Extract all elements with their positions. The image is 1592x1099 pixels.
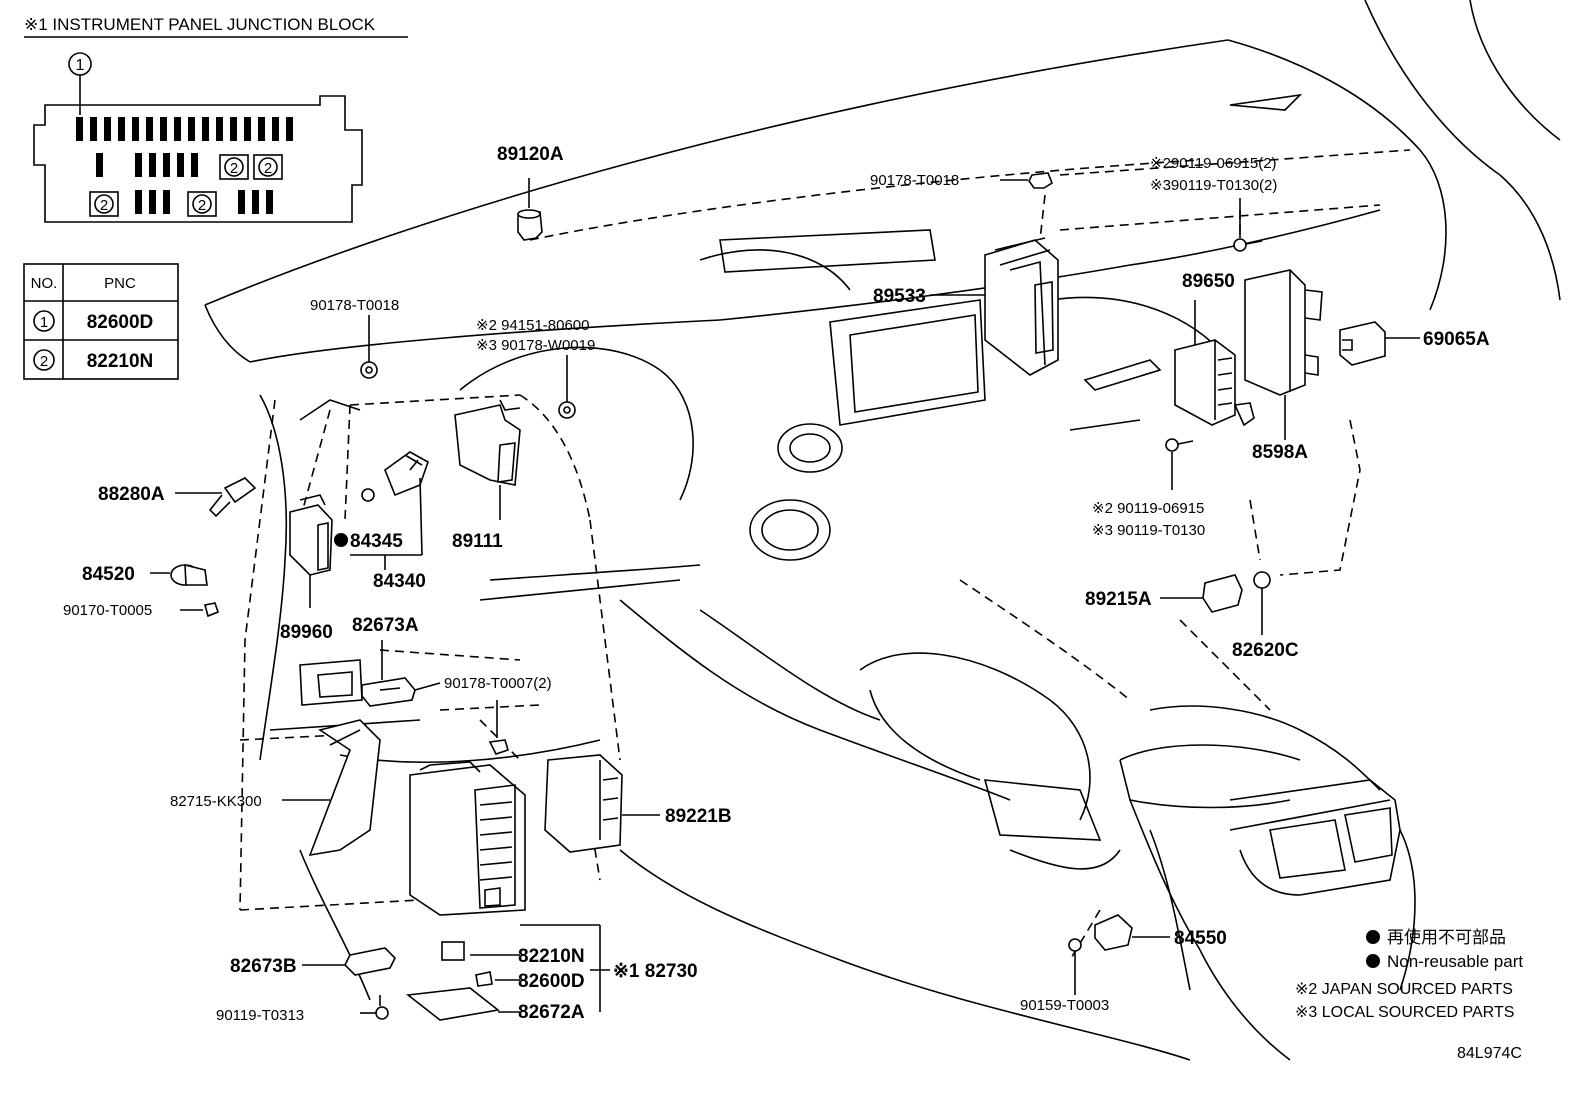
label-88280A: 88280A [98, 484, 165, 505]
label-89650: 89650 [1182, 271, 1235, 292]
part-82730-junction-block[interactable] [409, 761, 600, 926]
label-69065A: 69065A [1423, 329, 1490, 350]
part-90159-T0003-screw[interactable] [1068, 938, 1082, 995]
legend-japan-sourced: ※2 JAPAN SOURCED PARTS [1295, 981, 1513, 998]
part-82620C-clip[interactable] [1253, 571, 1271, 635]
label-90159-T0003: 90159-T0003 [1020, 997, 1109, 1014]
label-84550: 84550 [1174, 928, 1227, 949]
part-labels: 89120A 90178-T0018 ※290119-06915(2) ※390… [63, 144, 1490, 1024]
part-90119-bolt-top[interactable] [1233, 198, 1263, 252]
part-90119-T0313-bolt[interactable] [360, 995, 389, 1020]
label-90178-T0018-top: 90178-T0018 [870, 172, 959, 189]
label-84345: 84345 [350, 531, 403, 552]
part-84520-switch[interactable] [150, 563, 208, 586]
legend-local-sourced: ※3 LOCAL SOURCED PARTS [1295, 1004, 1514, 1021]
part-94151-nut[interactable] [558, 355, 576, 419]
part-90178-T0018-nut-left[interactable] [360, 315, 378, 379]
label-90178-W0019: ※3 90178-W0019 [476, 337, 595, 354]
dashboard-outline [204, 0, 1561, 1061]
nonreusable-bullet-icon [1366, 930, 1380, 944]
label-82600D: 82600D [518, 971, 585, 992]
label-82210N: 82210N [518, 946, 585, 967]
label-94151-80600: ※2 94151-80600 [476, 317, 590, 334]
label-82672A: 82672A [518, 1002, 585, 1023]
label-90170-T0005: 90170-T0005 [63, 602, 152, 619]
part-69065A-switch[interactable] [1339, 321, 1420, 366]
label-90119-T0130: ※3 90119-T0130 [1092, 522, 1205, 539]
part-89221B-module[interactable] [544, 754, 660, 853]
label-90178-T0007-2: 90178-T0007(2) [444, 675, 552, 692]
part-89111-bracket[interactable] [454, 399, 521, 520]
part-82673A-bracket[interactable] [361, 640, 416, 707]
svg-text:2: 2 [264, 160, 272, 177]
junction-block-title: ※1 INSTRUMENT PANEL JUNCTION BLOCK [24, 15, 376, 34]
label-90119-T0130-2: ※390119-T0130(2) [1150, 177, 1277, 194]
label-84520: 84520 [82, 564, 135, 585]
label-82620C: 82620C [1232, 640, 1299, 661]
table-row-pnc: 82210N [87, 351, 154, 372]
junction-block-inset: ※1 INSTRUMENT PANEL JUNCTION BLOCK 1 2 [24, 15, 408, 223]
dashed-boundaries [239, 149, 1411, 961]
pnc-table: NO. PNC 1 82600D 2 82210N [23, 263, 179, 380]
legend-nonreusable-jp: 再使用不可部品 [1387, 927, 1506, 947]
svg-text:2: 2 [198, 197, 206, 214]
label-82715-KK300: 82715-KK300 [170, 793, 262, 810]
svg-text:2: 2 [100, 197, 108, 214]
callout-1-label: 1 [76, 57, 85, 74]
part-82715-KK300-brace[interactable] [282, 719, 381, 857]
svg-text:2: 2 [230, 160, 238, 177]
label-89111: 89111 [452, 531, 503, 552]
part-89120A-clip[interactable] [517, 178, 543, 241]
nonreusable-bullet-icon [334, 533, 348, 547]
label-90119-06915-2: ※290119-06915(2) [1150, 155, 1277, 172]
part-88280A-sensor[interactable] [175, 477, 257, 518]
part-89533-ecu[interactable] [930, 237, 1059, 376]
table-header-pnc: PNC [104, 275, 136, 292]
illustration-code: 84L974C [1457, 1045, 1522, 1062]
part-89650-module[interactable] [1174, 300, 1255, 427]
label-90119-06915: ※2 90119-06915 [1092, 500, 1204, 517]
label-82673A: 82673A [352, 615, 419, 636]
part-84340-switch[interactable] [350, 451, 429, 570]
part-82600D-fuse[interactable] [475, 971, 520, 987]
part-89215A-sensor[interactable] [1160, 574, 1243, 613]
table-header-no: NO. [31, 275, 58, 292]
part-90170-T0005-screw[interactable] [180, 602, 219, 618]
part-82673B-bracket[interactable] [302, 947, 396, 976]
table-row-pnc: 82600D [87, 312, 154, 333]
legend: 再使用不可部品 Non-reusable part ※2 JAPAN SOURC… [1295, 927, 1523, 1062]
fuse-row-3 [135, 190, 273, 214]
part-90178-T0018-nut-top[interactable] [1000, 172, 1053, 189]
part-8598A-relay[interactable] [1244, 269, 1323, 440]
label-82673B: 82673B [230, 956, 297, 977]
label-90119-T0313: 90119-T0313 [216, 1007, 304, 1024]
label-90178-T0018-left: 90178-T0018 [310, 297, 399, 314]
part-82672A-cover[interactable] [405, 987, 520, 1021]
label-89221B: 89221B [665, 806, 732, 827]
part-89960-sensor[interactable] [289, 494, 333, 608]
label-84340: 84340 [373, 571, 426, 592]
label-8598A: 8598A [1252, 442, 1308, 463]
nonreusable-bullet-icon [1366, 954, 1380, 968]
label-89215A: 89215A [1085, 589, 1152, 610]
label-89533: 89533 [873, 286, 926, 307]
part-84550-switch[interactable] [1094, 914, 1170, 951]
fuse-row-2 [96, 153, 198, 177]
label-82730: ※1 82730 [613, 961, 698, 982]
legend-nonreusable-en: Non-reusable part [1387, 952, 1523, 971]
part-82210N-relay[interactable] [441, 941, 520, 961]
part-90178-T0007-nut[interactable] [414, 682, 509, 755]
table-row-no: 1 [40, 314, 48, 331]
table-row-no: 2 [40, 353, 48, 370]
fuse-row-1 [76, 117, 293, 141]
part-90119-bolt-lower[interactable] [1165, 438, 1194, 490]
label-89120A: 89120A [497, 144, 564, 165]
label-89960: 89960 [280, 622, 333, 643]
